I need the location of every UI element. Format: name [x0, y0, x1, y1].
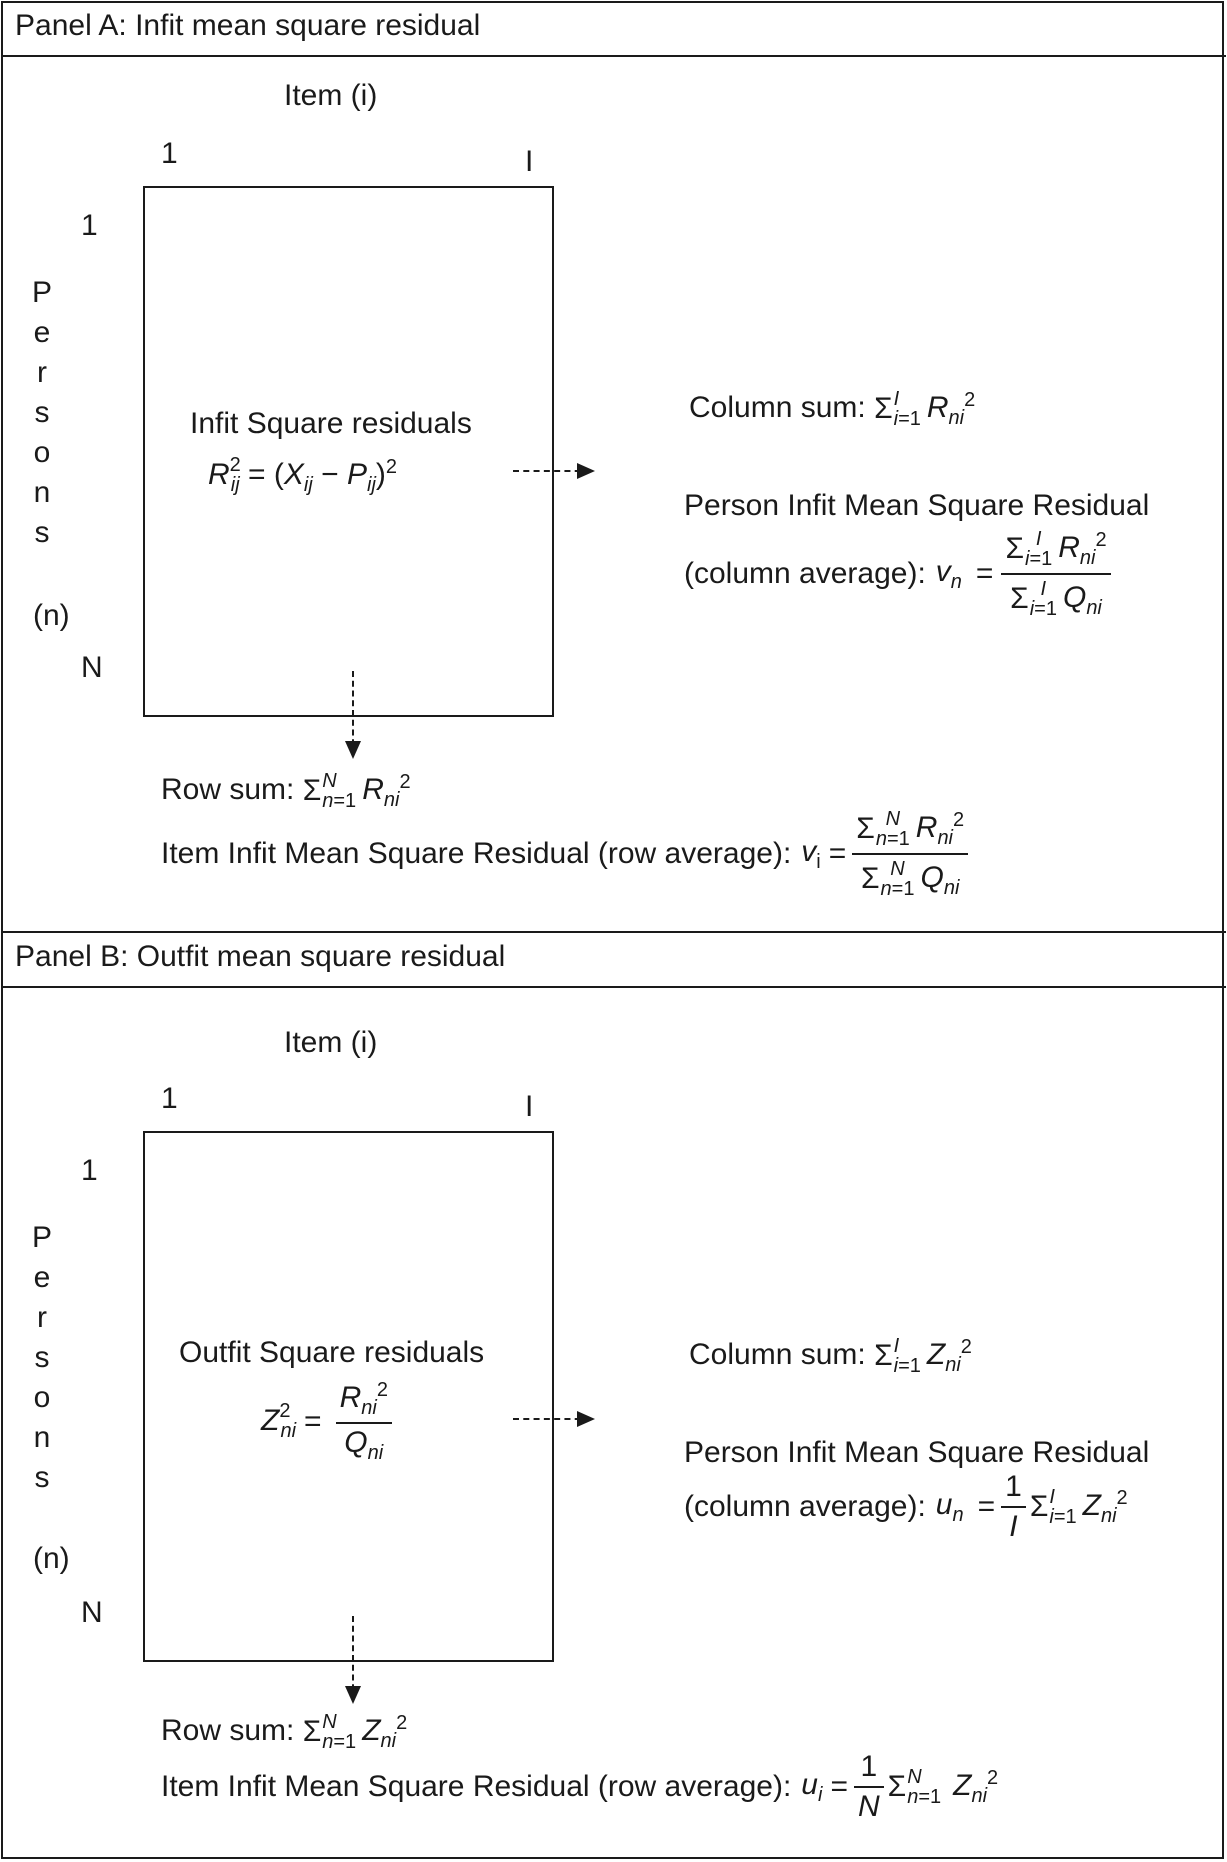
persons-axis-label: P e r s o n s — [31, 276, 52, 549]
persons-index-label: (n) — [33, 1542, 70, 1575]
panel-a-header: Panel A: Infit mean square residual — [1, 1, 1226, 57]
matrix-title: Outfit Square residuals — [179, 1336, 485, 1369]
row-sum-arrow — [345, 671, 361, 759]
item-axis-label: Item (i) — [284, 1026, 378, 1059]
column-sum-arrow — [513, 1411, 595, 1427]
person-first-label: 1 — [81, 209, 98, 242]
item-mean-formula: Item Infit Mean Square Residual (row ave… — [161, 1750, 999, 1823]
panel-a: Panel A: Infit mean square residual Item… — [1, 1, 1226, 931]
panel-b: Panel B: Outfit mean square residual Ite… — [1, 932, 1226, 1858]
persons-axis-label: P e r s o n s — [31, 1221, 52, 1494]
person-last-label: N — [81, 1596, 103, 1629]
outfit-residual-formula: Z2ni = Rni2 Qni — [261, 1380, 392, 1463]
person-first-label: 1 — [81, 1154, 98, 1187]
item-first-label: 1 — [161, 1082, 178, 1115]
person-last-label: N — [81, 651, 103, 684]
matrix-title: Infit Square residuals — [190, 407, 472, 440]
item-last-label: I — [525, 1090, 534, 1123]
item-last-label: I — [525, 145, 534, 178]
infit-residual-formula: R2ij = (Xij − Pij)2 — [208, 454, 398, 496]
row-sum-arrow — [345, 1616, 361, 1704]
column-sum-arrow — [513, 463, 595, 479]
item-first-label: 1 — [161, 137, 178, 170]
panel-divider — [1, 931, 1226, 933]
panel-b-title: Panel B: Outfit mean square residual — [15, 940, 506, 973]
residual-matrix — [143, 1131, 554, 1662]
persons-index-label: (n) — [33, 599, 70, 632]
panel-b-header: Panel B: Outfit mean square residual — [1, 932, 1226, 988]
person-mean-label: Person Infit Mean Square Residual — [684, 489, 1150, 522]
panel-a-title: Panel A: Infit mean square residual — [15, 9, 481, 42]
item-mean-formula: Item Infit Mean Square Residual (row ave… — [161, 809, 969, 899]
person-mean-label: Person Infit Mean Square Residual — [684, 1436, 1150, 1469]
residual-matrix — [143, 186, 554, 717]
item-axis-label: Item (i) — [284, 79, 378, 112]
